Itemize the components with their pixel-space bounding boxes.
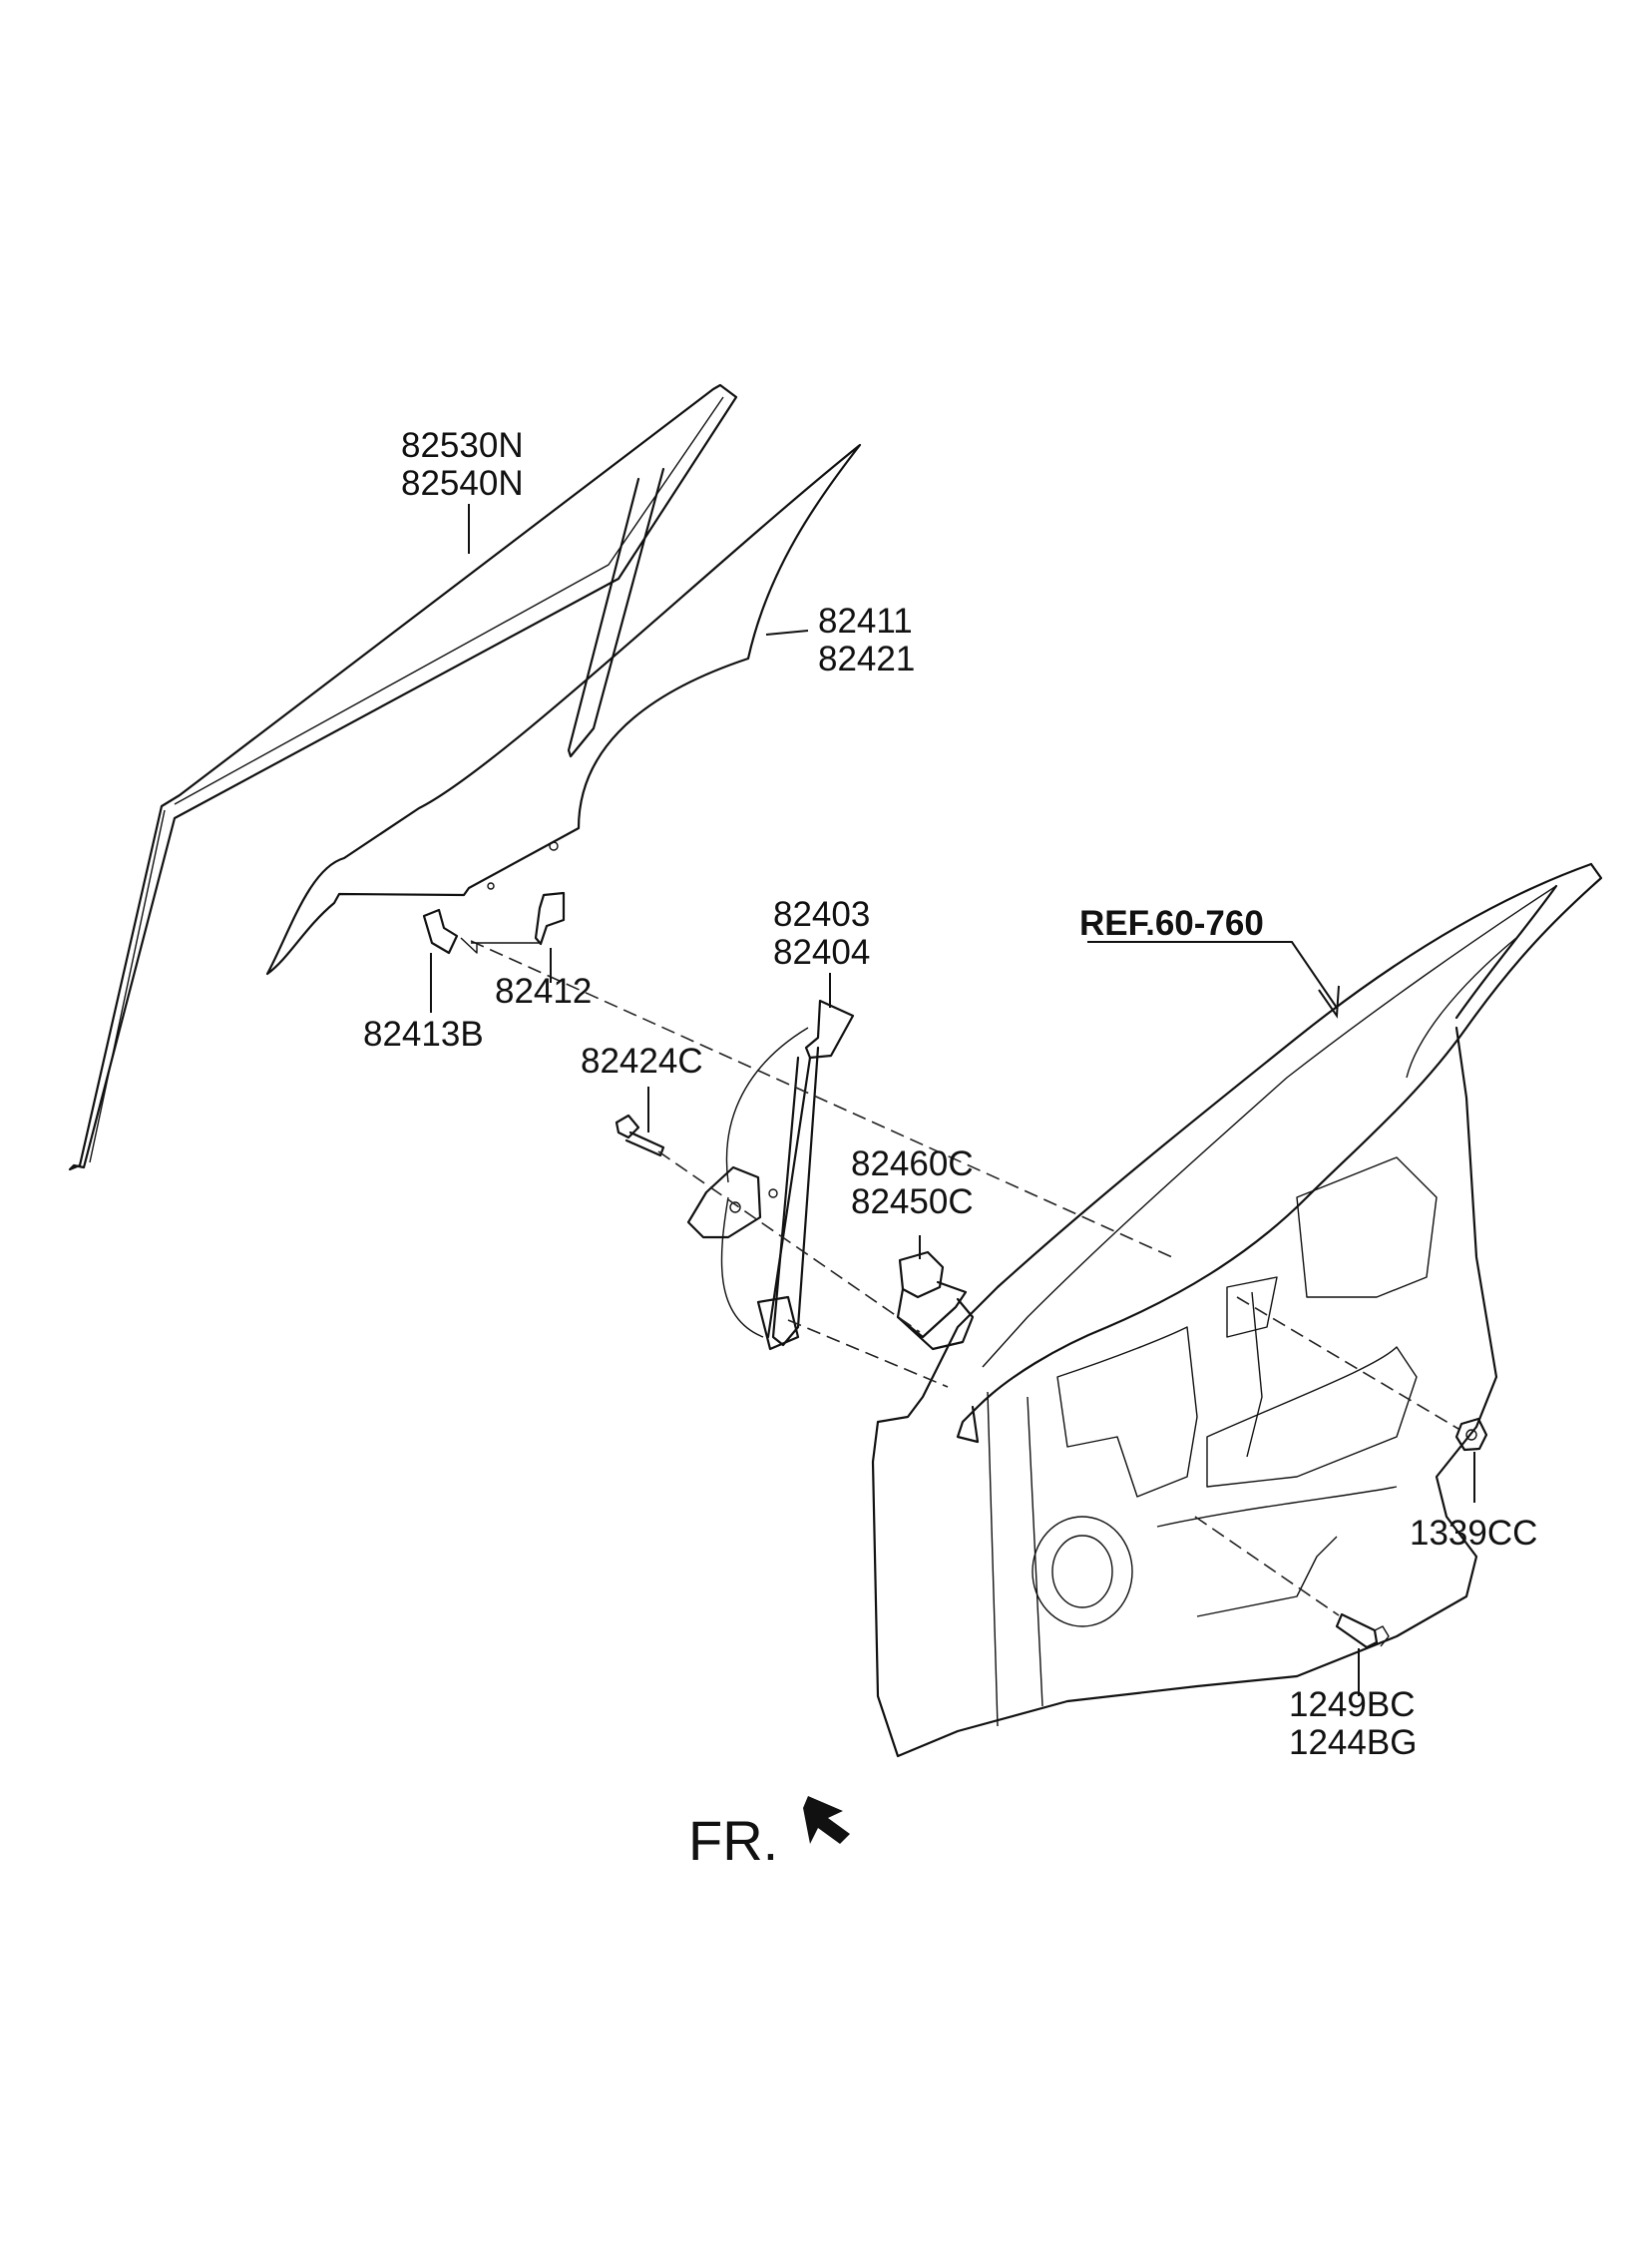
door-glass [265, 443, 862, 976]
label-nut: 1339CC [1410, 1514, 1538, 1553]
label-glass-1: 82411 [818, 602, 913, 641]
regulator-motor [896, 1250, 975, 1351]
door-inner-panel [871, 862, 1603, 1758]
label-screw-1: 1249BC [1289, 1685, 1416, 1724]
assembly-line-bolt [657, 1150, 921, 1333]
ref-arrow [1318, 985, 1340, 1019]
assembly-line-glass [470, 940, 1173, 1258]
glass-holder-clip [534, 891, 566, 946]
label-regulator-1: 82403 [773, 895, 871, 934]
label-regulator-2: 82404 [773, 933, 871, 972]
label-ref: REF.60-760 [1079, 904, 1264, 943]
label-holder-clip: 82412 [495, 972, 593, 1011]
label-motor-1: 82460C [851, 1144, 974, 1183]
leader-ref [1087, 941, 1338, 1009]
assembly-line-nut [1236, 1296, 1459, 1430]
nut-1339cc [1454, 1417, 1488, 1452]
glass-run-channel [68, 383, 738, 1171]
leader-glass [765, 630, 809, 636]
label-motor-2: 82450C [851, 1182, 974, 1221]
glass-holder-bracket [422, 908, 478, 955]
window-regulator [686, 999, 855, 1351]
label-run-channel-1: 82530N [401, 426, 524, 465]
label-glass-2: 82421 [818, 640, 916, 678]
assembly-line-screw [1194, 1516, 1340, 1616]
label-screw-2: 1244BG [1289, 1723, 1418, 1762]
label-run-channel-2: 82540N [401, 464, 524, 503]
front-arrow-icon [803, 1796, 850, 1844]
screw-1249bc [1335, 1612, 1390, 1649]
label-bolt: 82424C [581, 1042, 703, 1081]
assembly-line-regulator [787, 1319, 949, 1388]
front-marker-label: FR. [688, 1809, 779, 1872]
regulator-bolt [615, 1114, 665, 1157]
label-holder-bracket: 82413B [363, 1015, 484, 1054]
